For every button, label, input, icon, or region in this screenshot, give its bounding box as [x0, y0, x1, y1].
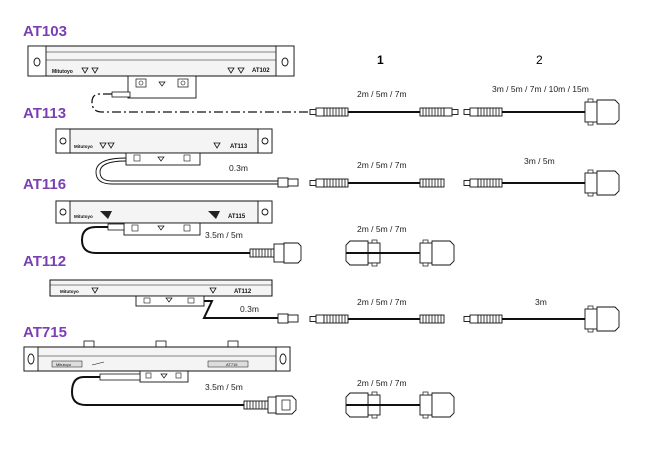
scale-label-at112: AT112	[234, 289, 252, 295]
length-label-at103-ext1: 2m / 5m / 7m	[357, 89, 407, 99]
length-label-at112-ext1: 2m / 5m / 7m	[357, 297, 407, 307]
scale-at113: Mitutoyo AT113	[55, 128, 273, 166]
scale-label-at113: AT113	[230, 144, 248, 150]
length-label-at112-ext2: 3m	[535, 297, 547, 307]
length-label-at116-pig: 3.5m / 5m	[205, 230, 243, 240]
cable-at715	[70, 376, 455, 419]
brand-mark: Mitutoyo	[60, 289, 79, 294]
scale-label-at103: AT102	[252, 68, 270, 74]
cable-at112	[202, 300, 620, 333]
length-label-at103-ext2: 3m / 5m / 7m / 10m / 15m	[492, 84, 589, 94]
model-label-at103: AT103	[23, 23, 67, 40]
brand-mark: Mitutoyo	[56, 362, 72, 367]
length-label-at116-ext1: 2m / 5m / 7m	[357, 224, 407, 234]
model-label-at715: AT715	[23, 324, 67, 341]
scale-label-at116: AT115	[228, 214, 246, 220]
scale-at116: Mitutoyo AT115	[55, 200, 273, 236]
column-header-1: 1	[377, 53, 384, 67]
scale-at112: Mitutoyo AT112	[49, 279, 273, 307]
length-label-at715-pig: 3.5m / 5m	[205, 382, 243, 392]
brand-mark: Mitutoyo	[52, 69, 73, 75]
length-label-at113-pig: 0.3m	[229, 163, 248, 173]
cable-at113	[95, 157, 620, 197]
length-label-at113-ext1: 2m / 5m / 7m	[357, 160, 407, 170]
length-label-at715-ext1: 2m / 5m / 7m	[357, 378, 407, 388]
brand-mark: Mitutoyo	[74, 144, 93, 149]
scale-at715: Mitutoyo AT715	[23, 340, 291, 383]
cable-at103	[91, 93, 620, 126]
length-label-at113-ext2: 3m / 5m	[524, 156, 555, 166]
brand-mark: Mitutoyo	[74, 214, 93, 219]
model-label-at113: AT113	[23, 105, 67, 122]
cable-at116	[80, 226, 455, 267]
model-label-at112: AT112	[23, 253, 67, 270]
column-header-2: 2	[536, 53, 543, 67]
length-label-at112-pig: 0.3m	[240, 304, 259, 314]
scale-at103: Mitutoyo AT102	[27, 45, 295, 99]
model-label-at116: AT116	[23, 176, 67, 193]
scale-label-at715: AT715	[226, 362, 238, 367]
